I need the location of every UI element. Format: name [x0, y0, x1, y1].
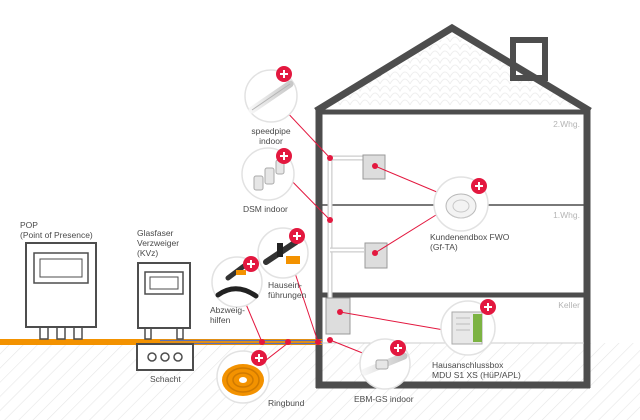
label-abzweighilfen[interactable]: Abzweig- hilfen	[210, 305, 245, 325]
plus-icon[interactable]	[390, 340, 406, 356]
floor-label-1whg: 1.Whg.	[553, 210, 580, 220]
label-kvz: Glasfaser Verzweiger (KVz)	[137, 228, 179, 258]
kvz-cabinet	[137, 262, 191, 340]
riser-cable	[327, 155, 364, 298]
schacht	[136, 343, 194, 371]
label-ebm-gs-indoor[interactable]: EBM-GS indoor	[354, 394, 414, 404]
plus-icon[interactable]	[289, 228, 305, 244]
label-speedpipe-line1: speedpipe	[251, 126, 291, 136]
hotspot-ebm-gs-indoor[interactable]	[359, 338, 411, 390]
label-kvz-line1: Glasfaser	[137, 228, 174, 238]
hausanschlussbox-device	[325, 297, 351, 335]
label-speedpipe-line2: indoor	[259, 136, 283, 146]
connection-dots	[259, 155, 378, 345]
hotspot-dsm-indoor[interactable]	[241, 147, 295, 201]
label-abzweighilfen-line1: Abzweig-	[210, 305, 245, 315]
hotspot-hausanschlussbox[interactable]	[440, 299, 496, 356]
label-pop-line2: (Point of Presence)	[20, 230, 93, 240]
label-hauseinfuehrungen[interactable]: Hausein- führungen	[268, 280, 306, 300]
hotspot-speedpipe-indoor[interactable]	[244, 66, 298, 123]
label-hausanschlussbox[interactable]: Hausanschlussbox MDU S1 XS (HüP/APL)	[432, 360, 521, 380]
label-speedpipe-indoor[interactable]: speedpipe indoor	[247, 126, 295, 146]
floor-label-keller: Keller	[558, 300, 580, 310]
label-hauseinfuehrungen-line2: führungen	[268, 290, 307, 300]
plus-icon[interactable]	[251, 350, 267, 366]
floor-label-2whg: 2.Whg.	[553, 119, 580, 129]
label-ringbund[interactable]: Ringbund	[268, 398, 305, 408]
hotspot-kundenendbox-fwo[interactable]	[433, 176, 489, 232]
plus-icon[interactable]	[276, 66, 292, 82]
label-pop-line1: POP	[20, 220, 38, 230]
roof	[314, 23, 592, 114]
label-dsm-indoor[interactable]: DSM indoor	[243, 204, 288, 214]
plus-icon[interactable]	[471, 178, 487, 194]
label-hausanschluss-line2: MDU S1 XS (HüP/APL)	[432, 370, 521, 380]
label-kvz-line2: Verzweiger	[137, 238, 180, 248]
hotspot-ringbund[interactable]	[216, 350, 270, 404]
label-fwo-line2: (Gf-TA)	[430, 242, 458, 252]
label-fwo-line1: Kundenendbox FWO	[430, 232, 510, 242]
label-hauseinfuehrungen-line1: Hausein-	[268, 280, 303, 290]
hotspot-abzweighilfen[interactable]	[211, 256, 263, 308]
label-schacht: Schacht	[150, 374, 181, 384]
label-kundenendbox-fwo[interactable]: Kundenendbox FWO (Gf-TA)	[430, 232, 509, 252]
label-pop: POP (Point of Presence)	[20, 220, 93, 240]
plus-icon[interactable]	[480, 299, 496, 315]
hotspot-hauseinfuehrungen[interactable]	[257, 227, 309, 279]
label-abzweighilfen-line2: hilfen	[210, 315, 231, 325]
plus-icon[interactable]	[243, 256, 259, 272]
label-kvz-line3: (KVz)	[137, 248, 159, 258]
plus-icon[interactable]	[276, 148, 292, 164]
pop-cabinet	[25, 242, 97, 340]
label-hausanschluss-line1: Hausanschlussbox	[432, 360, 504, 370]
